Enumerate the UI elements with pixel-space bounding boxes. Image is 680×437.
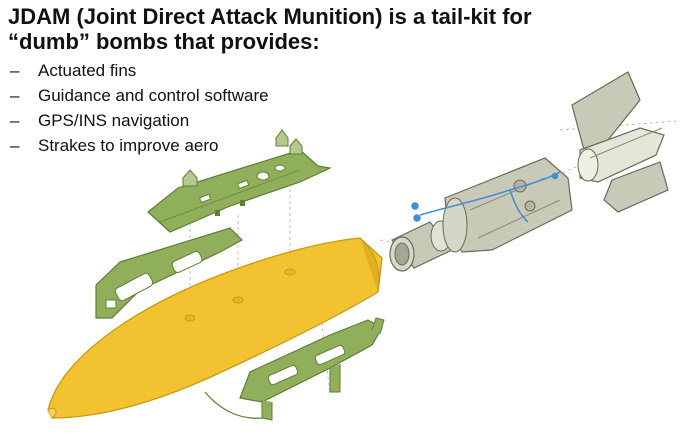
fin-body-housing	[579, 127, 665, 183]
tail-fins	[571, 71, 669, 213]
bullet-item: –Guidance and control software	[8, 83, 269, 108]
bullet-text: GPS/INS navigation	[38, 111, 190, 130]
tail-cone	[442, 157, 573, 253]
title-line-1: JDAM (Joint Direct Attack Munition) is a…	[8, 4, 532, 29]
bullet-item: –GPS/INS navigation	[8, 108, 269, 133]
bullet-list: –Actuated fins –Guidance and control sof…	[8, 58, 269, 158]
bullet-item: –Strakes to improve aero	[8, 133, 269, 158]
bomb-body	[47, 237, 383, 419]
bullet-text: Actuated fins	[38, 61, 137, 80]
bullet-text: Guidance and control software	[38, 86, 269, 105]
mounting-bolts	[182, 129, 303, 187]
upper-tail-fin	[571, 71, 641, 151]
upper-strake-panel	[147, 149, 333, 233]
bullet-dash: –	[10, 111, 20, 130]
lower-strake-kit	[204, 317, 385, 421]
bomb-body-shell	[47, 237, 383, 419]
slide-title: JDAM (Joint Direct Attack Munition) is a…	[8, 4, 568, 54]
bullet-item: –Actuated fins	[8, 58, 269, 83]
bullet-dash: –	[10, 86, 20, 105]
mid-strake-kit	[95, 227, 243, 319]
title-line-2: “dumb” bombs that provides:	[8, 29, 320, 54]
bullet-dash: –	[10, 61, 20, 80]
bullet-dash: –	[10, 136, 20, 155]
wiring-harness	[411, 171, 561, 223]
upper-strake-kit	[147, 149, 333, 233]
lower-tail-fin	[603, 161, 669, 213]
bullet-text: Strakes to improve aero	[38, 136, 219, 155]
